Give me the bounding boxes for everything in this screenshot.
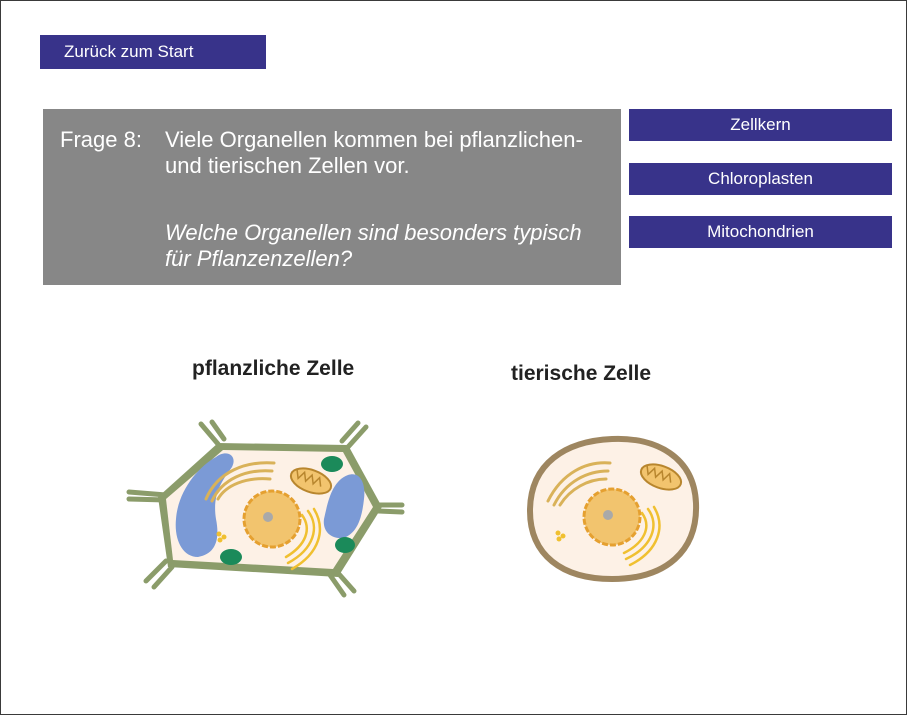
endoplasmic-reticulum — [622, 505, 661, 567]
question-number: Frage 8: — [60, 127, 142, 152]
golgi-apparatus — [546, 461, 612, 507]
plant-cell-title: pflanzliche Zelle — [192, 357, 355, 380]
answer-button-zellkern[interactable]: Zellkern — [629, 109, 892, 141]
golgi-apparatus — [204, 461, 276, 503]
mitochondrion — [289, 467, 333, 495]
chloroplast — [335, 537, 355, 553]
back-to-start-button[interactable]: Zurück zum Start — [40, 35, 266, 69]
animal-cell-illustration — [526, 435, 700, 583]
answer-button-chloroplasten[interactable]: Chloroplasten — [629, 163, 892, 195]
answer-label: Zellkern — [730, 115, 791, 134]
question-box: Frage 8: Viele Organellen kommen bei pfl… — [43, 109, 621, 285]
question-prompt: Welche Organellen sind besonders typisch… — [165, 220, 582, 271]
mitochondrion — [639, 463, 683, 491]
plant-cell-illustration — [126, 419, 405, 598]
animal-cell-title: tierische Zelle — [511, 362, 652, 385]
plant-cell-wall-edges — [126, 419, 405, 598]
chloroplast — [321, 456, 343, 472]
nucleolus — [263, 512, 273, 522]
back-to-start-label: Zurück zum Start — [64, 42, 194, 61]
answer-label: Chloroplasten — [708, 169, 813, 188]
endoplasmic-reticulum — [284, 507, 322, 571]
ribosomes — [555, 530, 566, 542]
chloroplast — [220, 549, 242, 565]
vacuole-right — [323, 474, 365, 539]
question-text: Viele Organellen kommen bei pflanzlichen… — [165, 127, 583, 178]
answer-label: Mitochondrien — [707, 222, 814, 241]
answer-button-mitochondrien[interactable]: Mitochondrien — [629, 216, 892, 248]
nucleolus — [603, 510, 613, 520]
ribosomes — [216, 531, 227, 543]
